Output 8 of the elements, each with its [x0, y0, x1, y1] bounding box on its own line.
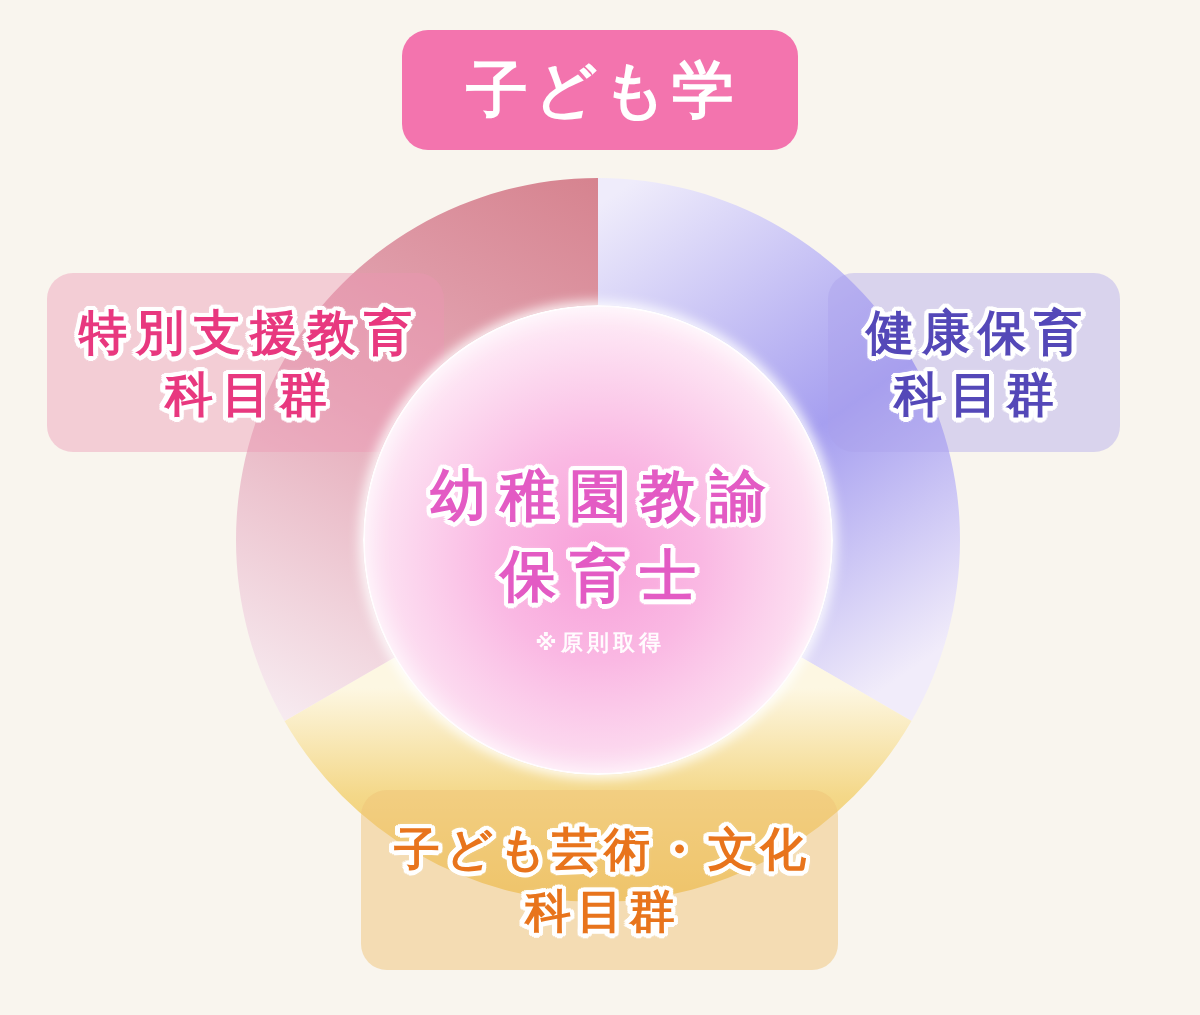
- qualification-label: 保育士: [497, 542, 710, 610]
- subject-group-label: 健康保育科目群: [864, 302, 1091, 424]
- title-banner: 子ども学: [402, 30, 798, 150]
- qualification-label: 幼稚園教諭: [429, 462, 780, 530]
- subject-group-box: [828, 273, 1120, 452]
- subject-group-box: [47, 273, 444, 452]
- footnote-text: ※原則取得: [534, 629, 665, 657]
- subject-group-label: 特別支援教育科目群: [77, 302, 422, 424]
